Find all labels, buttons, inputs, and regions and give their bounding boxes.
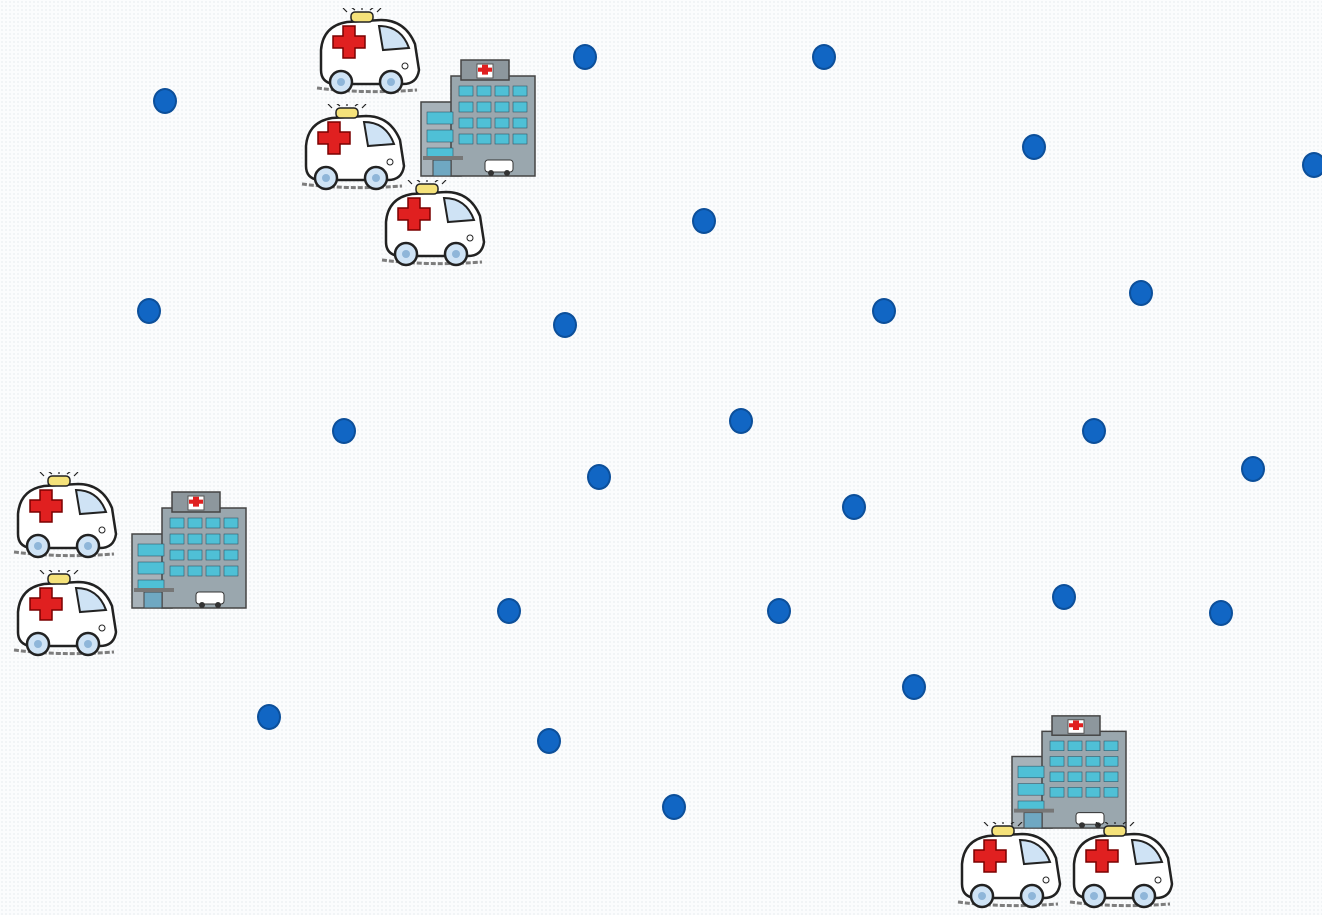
location-dot-icon	[662, 794, 686, 820]
location-dot-icon	[153, 88, 177, 114]
location-dot-icon	[332, 418, 356, 444]
ambulance-icon	[313, 8, 423, 100]
location-dot-icon	[692, 208, 716, 234]
hospital-icon	[411, 56, 537, 178]
ambulance-icon	[10, 570, 120, 662]
location-dot-icon	[1129, 280, 1153, 306]
location-dot-icon	[842, 494, 866, 520]
location-dot-icon	[767, 598, 791, 624]
location-dot-icon	[137, 298, 161, 324]
location-dot-icon	[729, 408, 753, 434]
hospital-icon	[1002, 712, 1128, 830]
hospital-icon	[122, 488, 248, 610]
location-dot-icon	[497, 598, 521, 624]
ambulance-icon	[10, 472, 120, 564]
location-dot-icon	[573, 44, 597, 70]
location-dot-icon	[1022, 134, 1046, 160]
location-dot-icon	[257, 704, 281, 730]
location-dot-icon	[1241, 456, 1265, 482]
location-dot-icon	[587, 464, 611, 490]
location-dot-icon	[553, 312, 577, 338]
location-dot-icon	[537, 728, 561, 754]
location-dot-icon	[902, 674, 926, 700]
ambulance-icon	[1066, 822, 1176, 914]
location-dot-icon	[1082, 418, 1106, 444]
location-dot-icon	[812, 44, 836, 70]
location-dot-icon	[1302, 152, 1322, 178]
location-dot-icon	[1052, 584, 1076, 610]
location-dot-icon	[1209, 600, 1233, 626]
location-dot-icon	[872, 298, 896, 324]
ambulance-icon	[378, 180, 488, 272]
ambulance-icon	[954, 822, 1064, 914]
